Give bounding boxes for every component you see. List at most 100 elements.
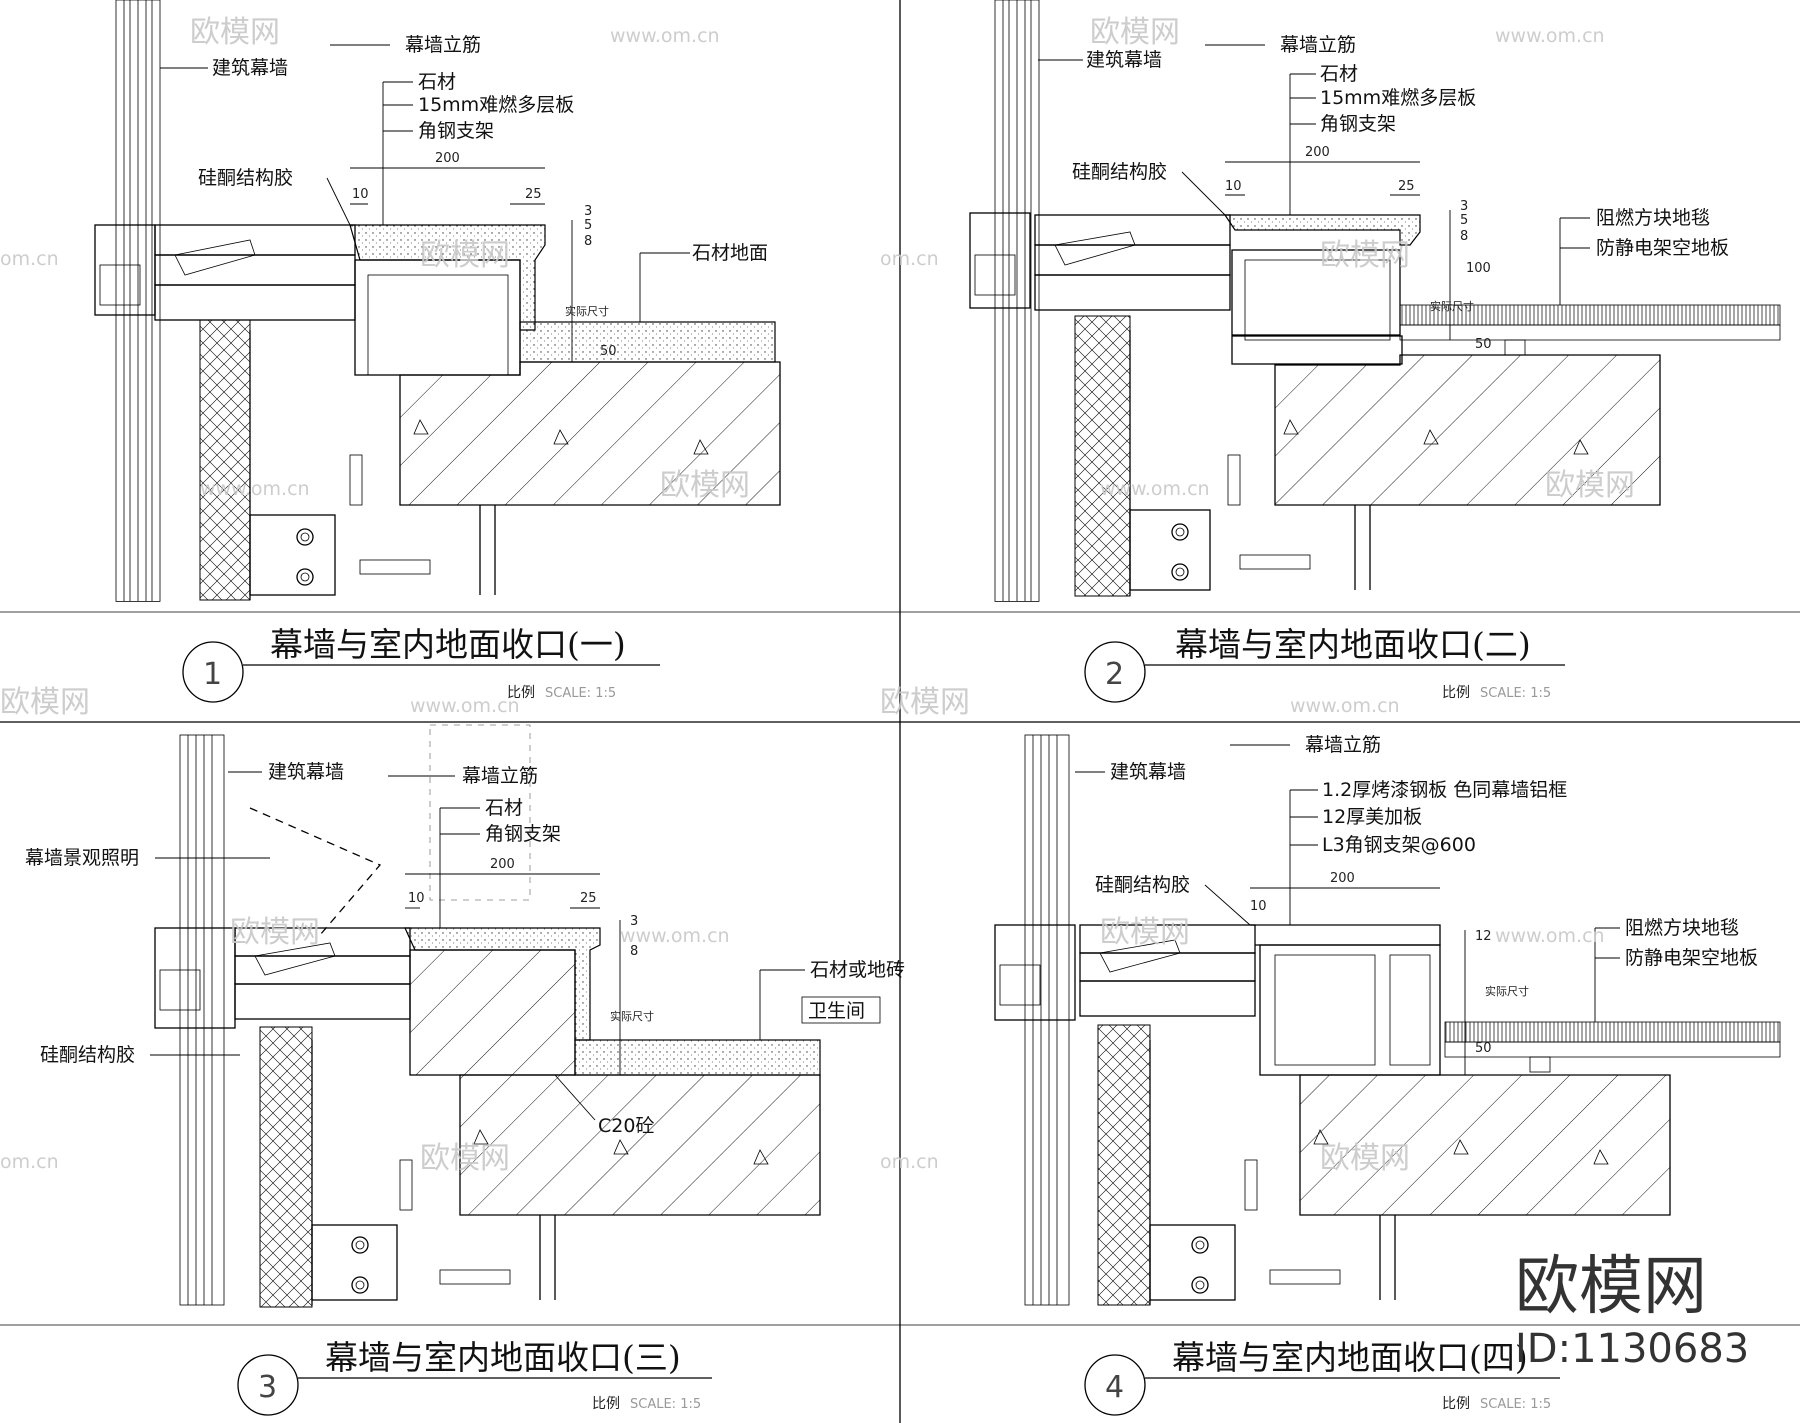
watermark-url: www.om.cn <box>610 25 720 47</box>
watermark-text: 欧模网 <box>420 1141 510 1176</box>
label-stone: 石材 <box>485 797 523 819</box>
label-carpet: 阻燃方块地毯 <box>1625 917 1739 939</box>
insulation <box>1074 315 1131 597</box>
brand-id: ID:1130683 <box>1515 1326 1749 1372</box>
steel-bracket <box>311 1159 556 1301</box>
dim-8: 8 <box>584 234 592 249</box>
detail-number-circle <box>1084 1354 1146 1416</box>
label-curtain-wall: 建筑幕墙 <box>1086 49 1162 71</box>
concrete-slab <box>459 1074 821 1216</box>
dim-actual: 实际尺寸 <box>1485 984 1529 998</box>
dim-5: 5 <box>584 218 592 233</box>
concrete-slab <box>1299 1074 1671 1216</box>
detail-number: 3 <box>258 1370 277 1405</box>
dim-50: 50 <box>600 344 617 359</box>
label-mgo-board: 12厚美加板 <box>1322 806 1422 828</box>
scale-label: 比例 <box>507 685 535 701</box>
dim-3: 3 <box>630 914 638 929</box>
carpet <box>1444 1021 1781 1043</box>
watermark-url: om.cn <box>880 248 939 270</box>
watermark-url: www.om.cn <box>1495 925 1605 947</box>
scale-label: 比例 <box>1442 685 1470 701</box>
dim-200: 200 <box>490 857 515 872</box>
brand-name: 欧模网 <box>1515 1250 1707 1324</box>
insulation <box>199 319 251 601</box>
detail-number-circle <box>182 641 244 703</box>
label-bracket: 角钢支架 <box>418 120 494 142</box>
watermark-text: 欧模网 <box>1320 238 1410 273</box>
watermark-url: www.om.cn <box>1495 25 1605 47</box>
dim-actual: 实际尺寸 <box>1430 299 1474 313</box>
panel-title: 幕墙与室内地面收口(一) <box>270 625 626 664</box>
curtain-wall-mullion <box>94 0 161 602</box>
label-stone: 石材 <box>418 71 456 93</box>
label-silicone: 硅酮结构胶 <box>1095 874 1190 896</box>
dim-10: 10 <box>1225 179 1242 194</box>
scale-text: SCALE: 1:5 <box>630 1397 701 1412</box>
raised-floor <box>1399 324 1781 341</box>
stone-floor <box>519 321 776 363</box>
dim-200: 200 <box>1305 145 1330 160</box>
dim-10: 10 <box>408 891 425 906</box>
label-stone: 石材 <box>1320 63 1358 85</box>
dim-25: 25 <box>1398 179 1415 194</box>
insulation <box>259 1026 313 1308</box>
panel-title: 幕墙与室内地面收口(四) <box>1172 1338 1528 1377</box>
watermark-text: 欧模网 <box>1090 15 1180 50</box>
panel-title: 幕墙与室内地面收口(二) <box>1175 625 1531 664</box>
scale-text: SCALE: 1:5 <box>545 686 616 701</box>
label-raised-floor: 防静电架空地板 <box>1596 237 1729 259</box>
curtain-wall-mullion <box>154 734 236 1306</box>
brand-stamp: 欧模网 ID:1130683 <box>1515 1250 1749 1372</box>
label-board: 15mm难燃多层板 <box>418 94 574 116</box>
panel-3: 幕墙立筋 建筑幕墙 石材 角钢支架 幕墙景观照明 硅酮结构胶 石材或地砖 卫生间… <box>25 724 905 1416</box>
dim-12: 12 <box>1475 929 1492 944</box>
dim-100: 100 <box>1466 261 1491 276</box>
watermark-text: 欧模网 <box>1545 468 1635 503</box>
label-mullion: 幕墙立筋 <box>462 765 538 787</box>
label-raised-floor: 防静电架空地板 <box>1625 947 1758 969</box>
steel-bracket <box>1149 1159 1396 1301</box>
steel-plate-sill <box>1250 924 1441 1076</box>
label-curtain-wall: 建筑幕墙 <box>268 761 344 783</box>
dim-actual: 实际尺寸 <box>565 304 609 318</box>
label-silicone: 硅酮结构胶 <box>40 1044 135 1066</box>
dim-200: 200 <box>435 151 460 166</box>
dim-8: 8 <box>1460 229 1468 244</box>
label-mullion: 幕墙立筋 <box>405 34 481 56</box>
dim-10: 10 <box>1250 899 1267 914</box>
insulation <box>1097 1024 1151 1306</box>
leader-lines <box>1075 744 1620 1075</box>
label-floor: 石材地面 <box>692 242 768 264</box>
panel-4: 幕墙立筋 建筑幕墙 1.2厚烤漆钢板 色同幕墙铝框 12厚美加板 L3角钢支架@… <box>994 734 1781 1416</box>
watermark-text: 欧模网 <box>1320 1141 1410 1176</box>
watermark-url: www.om.cn <box>620 925 730 947</box>
room-tag-box <box>801 996 881 1024</box>
detail-number: 4 <box>1105 1370 1124 1405</box>
label-angle: L3角钢支架@600 <box>1322 834 1476 856</box>
dim-25: 25 <box>525 187 542 202</box>
label-bracket: 角钢支架 <box>485 823 561 845</box>
watermark-text: 欧模网 <box>420 238 510 273</box>
scale-text: SCALE: 1:5 <box>1480 1397 1551 1412</box>
watermark-text: 欧模网 <box>230 915 320 950</box>
label-carpet: 阻燃方块地毯 <box>1596 207 1710 229</box>
stone-sill <box>404 927 601 1076</box>
detail-number: 2 <box>1105 657 1124 692</box>
steel-bracket <box>1129 454 1371 591</box>
aluminium-profiles <box>1079 924 1256 1017</box>
label-board: 15mm难燃多层板 <box>1320 87 1476 109</box>
label-silicone: 硅酮结构胶 <box>198 167 293 189</box>
curtain-wall-mullion <box>969 0 1040 602</box>
aluminium-profiles <box>154 224 356 321</box>
label-mullion: 幕墙立筋 <box>1280 34 1356 56</box>
curtain-wall-mullion <box>994 734 1076 1306</box>
watermark-url: www.om.cn <box>1290 695 1400 717</box>
dim-50: 50 <box>1475 337 1492 352</box>
raised-floor <box>1444 1041 1781 1058</box>
watermark-text: 欧模网 <box>0 685 90 720</box>
dim-8: 8 <box>630 944 638 959</box>
watermark-url: om.cn <box>0 248 59 270</box>
